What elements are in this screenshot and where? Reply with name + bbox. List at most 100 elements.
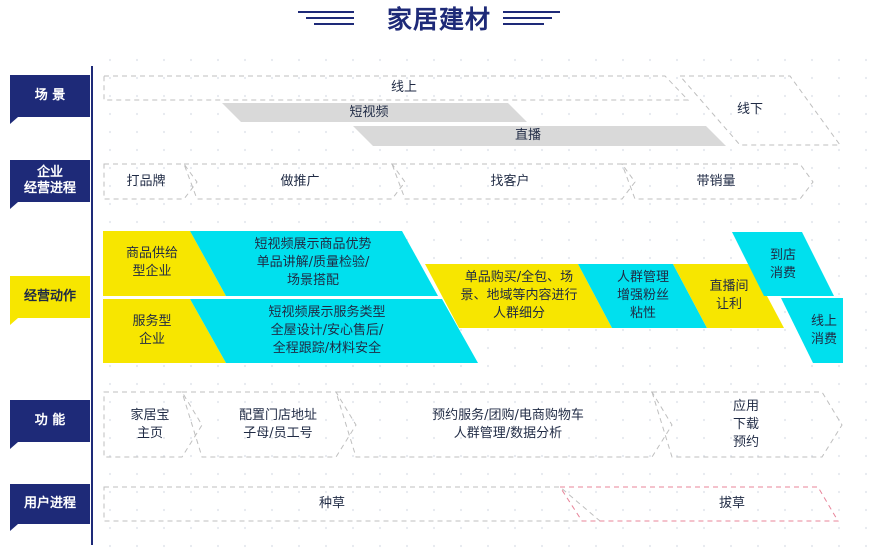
action-purchase bbox=[425, 264, 612, 328]
grid-dot bbox=[459, 184, 463, 188]
grid-dot bbox=[594, 202, 598, 206]
grid-dot bbox=[162, 220, 166, 224]
grid-dot bbox=[648, 400, 652, 404]
grid-dot bbox=[135, 220, 139, 224]
grid-dot bbox=[783, 184, 787, 188]
enterprise-box-2 bbox=[183, 163, 406, 200]
grid-dot bbox=[108, 364, 112, 368]
grid-dot bbox=[189, 76, 193, 80]
grid-dot bbox=[621, 346, 625, 350]
grid-dot bbox=[189, 472, 193, 476]
grid-dot bbox=[405, 202, 409, 206]
grid-dot bbox=[243, 472, 247, 476]
grid-dot bbox=[189, 94, 193, 98]
grid-dot bbox=[864, 148, 868, 152]
grid-dot bbox=[405, 364, 409, 368]
grid-dot bbox=[729, 364, 733, 368]
grid-dot bbox=[702, 184, 706, 188]
grid-dot bbox=[702, 220, 706, 224]
grid-dot bbox=[864, 490, 868, 494]
grid-dot bbox=[675, 148, 679, 152]
grid-dot bbox=[594, 94, 598, 98]
grid-dot bbox=[864, 58, 868, 62]
page-title: 家居建材 bbox=[386, 5, 492, 34]
grid-dot bbox=[324, 418, 328, 422]
grid-dot bbox=[702, 256, 706, 260]
grid-dot bbox=[864, 436, 868, 440]
grid-dot bbox=[351, 364, 355, 368]
grid-dot bbox=[135, 490, 139, 494]
grid-dot bbox=[648, 436, 652, 440]
grid-dot bbox=[135, 112, 139, 116]
grid-dot bbox=[243, 364, 247, 368]
grid-dot bbox=[243, 418, 247, 422]
grid-dot bbox=[864, 454, 868, 458]
grid-dot bbox=[108, 490, 112, 494]
action-to-store-label: 到店 消费 bbox=[769, 248, 797, 281]
grid-dot bbox=[405, 148, 409, 152]
grid-dot bbox=[189, 400, 193, 404]
scene-offline-box bbox=[678, 75, 841, 146]
grid-dot bbox=[864, 130, 868, 134]
grid-dot bbox=[189, 58, 193, 62]
grid-dot bbox=[729, 526, 733, 530]
grid-dot bbox=[864, 202, 868, 206]
grid-dot bbox=[135, 166, 139, 170]
grid-dot bbox=[837, 292, 841, 296]
grid-dot bbox=[351, 544, 355, 548]
grid-dot bbox=[324, 202, 328, 206]
grid-dot bbox=[459, 400, 463, 404]
grid-dot bbox=[567, 490, 571, 494]
grid-dot bbox=[513, 526, 517, 530]
user-pull-box bbox=[559, 486, 839, 522]
grid-dot bbox=[189, 148, 193, 152]
action-service-desc-label: 短视频展示服务类型 全屋设计/安心售后/ 全程跟踪/材料安全 bbox=[268, 305, 386, 356]
grid-dot bbox=[864, 220, 868, 224]
grid-dot bbox=[675, 346, 679, 350]
grid-dot bbox=[729, 436, 733, 440]
scene-short-video-bar bbox=[222, 103, 527, 122]
grid-dot bbox=[729, 148, 733, 152]
grid-dot bbox=[459, 490, 463, 494]
grid-dot bbox=[297, 76, 301, 80]
grid-dot bbox=[216, 148, 220, 152]
grid-dot bbox=[729, 256, 733, 260]
grid-dot bbox=[324, 76, 328, 80]
grid-dot bbox=[837, 472, 841, 476]
grid-dot bbox=[810, 130, 814, 134]
grid-dot bbox=[864, 346, 868, 350]
grid-dot bbox=[756, 346, 760, 350]
grid-dot bbox=[378, 544, 382, 548]
function-box-1 bbox=[103, 391, 203, 458]
grid-dot bbox=[135, 148, 139, 152]
grid-dot bbox=[459, 472, 463, 476]
grid-dot bbox=[810, 148, 814, 152]
enterprise-step-2: 做推广 bbox=[280, 174, 320, 189]
grid-dot bbox=[513, 400, 517, 404]
grid-dot bbox=[702, 112, 706, 116]
grid-dot bbox=[648, 454, 652, 458]
grid-dot bbox=[162, 490, 166, 494]
grid-dot bbox=[486, 526, 490, 530]
scene-offline-label: 线下 bbox=[736, 102, 764, 117]
grid-dot bbox=[324, 400, 328, 404]
grid-dot bbox=[270, 508, 274, 512]
grid-dot bbox=[297, 526, 301, 530]
grid-dot bbox=[108, 94, 112, 98]
grid-dot bbox=[243, 166, 247, 170]
grid-dot bbox=[594, 436, 598, 440]
grid-dot bbox=[324, 94, 328, 98]
grid-dot bbox=[189, 112, 193, 116]
grid-dot bbox=[216, 526, 220, 530]
grid-dot bbox=[729, 328, 733, 332]
grid-dot bbox=[810, 508, 814, 512]
grid-dot bbox=[594, 148, 598, 152]
grid-dot bbox=[135, 184, 139, 188]
grid-dot bbox=[675, 220, 679, 224]
grid-dot bbox=[864, 238, 868, 242]
grid-dot bbox=[729, 544, 733, 548]
grid-dot bbox=[540, 58, 544, 62]
function-box-3 bbox=[335, 391, 673, 458]
grid-dot bbox=[216, 490, 220, 494]
